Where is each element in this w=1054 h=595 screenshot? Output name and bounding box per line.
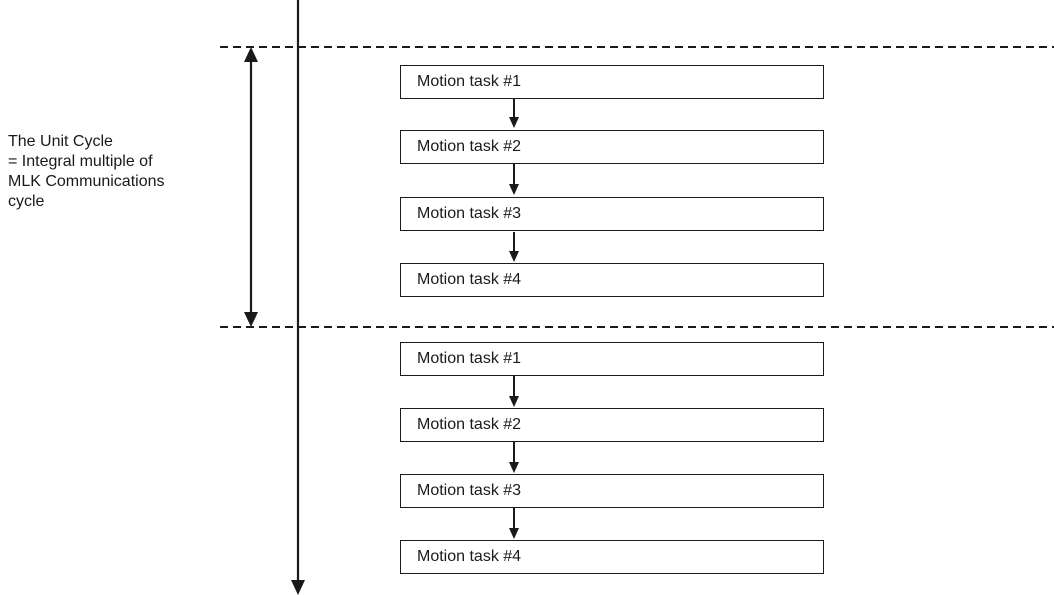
cycle-2-motion-task-2: Motion task #2 <box>400 408 824 442</box>
unit-cycle-label: The Unit Cycle = Integral multiple of ML… <box>8 132 248 212</box>
cycle-2-motion-task-1: Motion task #1 <box>400 342 824 376</box>
cycle-2-motion-task-4: Motion task #4 <box>400 540 824 574</box>
unit-cycle-label-line: = Integral multiple of <box>8 153 153 170</box>
unit-cycle-arrowhead-down <box>244 312 258 327</box>
unit-cycle-label-line: MLK Communications <box>8 173 165 190</box>
time-axis-arrowhead <box>291 580 305 595</box>
cycle-2-motion-task-3: Motion task #3 <box>400 474 824 508</box>
cycle-1-motion-task-1: Motion task #1 <box>400 65 824 99</box>
task-connectors-cycle-2 <box>509 376 519 539</box>
unit-cycle-label-line: cycle <box>8 193 45 210</box>
cycle-1-motion-task-3: Motion task #3 <box>400 197 824 231</box>
unit-cycle-label-line: The Unit Cycle <box>8 133 113 150</box>
cycle-1-motion-task-2: Motion task #2 <box>400 130 824 164</box>
task-connectors-cycle-1 <box>509 99 519 262</box>
cycle-1-motion-task-4: Motion task #4 <box>400 263 824 297</box>
unit-cycle-arrowhead-up <box>244 47 258 62</box>
